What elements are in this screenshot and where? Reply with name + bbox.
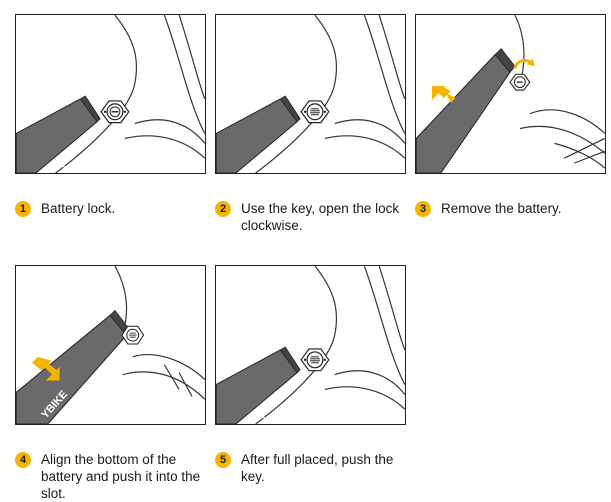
step-3-illustration: HEYBIKE <box>415 14 606 174</box>
step-5-illustration: HE <box>215 265 406 425</box>
direction-arrow-icon <box>432 86 456 103</box>
step-number-badge: 1 <box>15 201 31 217</box>
bike-frame-drawing: HEYBIKE <box>416 15 605 173</box>
step-5: 5 After full placed, push the key. <box>215 451 410 485</box>
step-number-badge: 5 <box>215 452 231 468</box>
key-lock-icon <box>301 101 329 123</box>
step-1: 1 Battery lock. <box>15 200 210 217</box>
step-2: 2 Use the key, open the lock clockwise. <box>215 200 410 234</box>
step-caption: Battery lock. <box>41 200 115 217</box>
step-number-badge: 3 <box>415 201 431 217</box>
step-number-badge: 4 <box>15 452 31 468</box>
step-3: 3 Remove the battery. <box>415 200 610 217</box>
step-caption: After full placed, push the key. <box>241 451 410 485</box>
step-caption: Remove the battery. <box>441 200 562 217</box>
step-caption: Align the bottom of the battery and push… <box>41 451 210 502</box>
step-1-illustration: HE <box>15 14 206 174</box>
key-lock-icon <box>510 74 530 90</box>
step-4-illustration: YBIKE <box>15 265 206 425</box>
bike-frame-drawing: YBIKE <box>16 266 205 424</box>
bike-frame-drawing <box>216 15 405 173</box>
battery-pack <box>16 310 131 424</box>
key-lock-icon <box>301 349 329 371</box>
key-lock-icon <box>101 101 129 123</box>
step-4: 4 Align the bottom of the battery and pu… <box>15 451 210 502</box>
battery-pack <box>216 96 300 173</box>
bike-frame-drawing: HE <box>16 15 205 173</box>
step-2-illustration <box>215 14 406 174</box>
bike-frame-drawing: HE <box>216 266 405 424</box>
step-caption: Use the key, open the lock clockwise. <box>241 200 410 234</box>
step-number-badge: 2 <box>215 201 231 217</box>
